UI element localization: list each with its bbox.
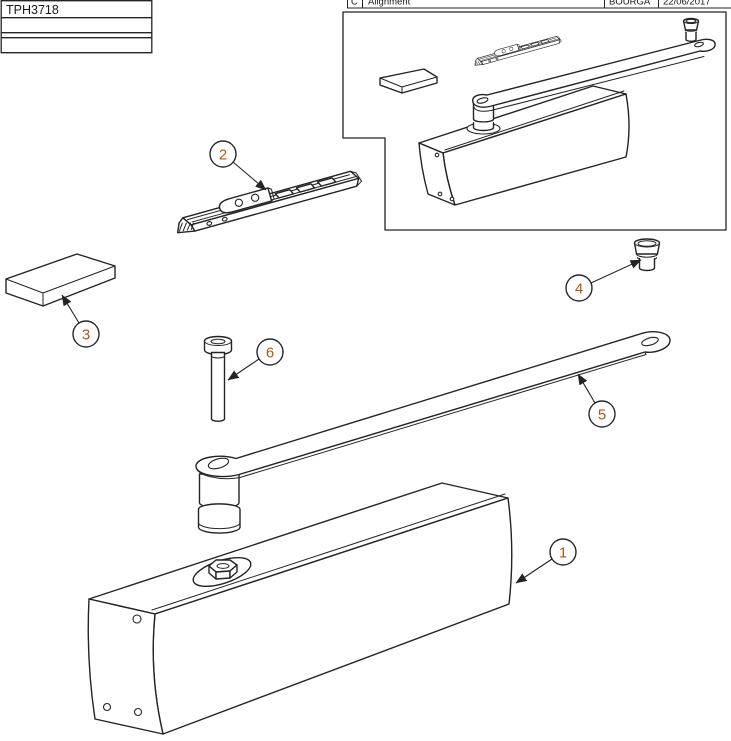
- callout-5: 5: [577, 373, 616, 428]
- callout-3: 3: [61, 294, 100, 348]
- leader-line: [232, 161, 267, 191]
- callout-circle: [588, 400, 616, 428]
- callout-circle: [256, 338, 284, 366]
- callout-number: 1: [559, 545, 567, 562]
- callout-1: 1: [515, 538, 577, 584]
- leader-line: [577, 373, 596, 404]
- inset-arm: [472, 38, 716, 112]
- inset-border: [342, 11, 727, 231]
- callout-6: 6: [227, 338, 284, 381]
- callout-circle: [72, 320, 100, 348]
- callout-number: 4: [575, 281, 583, 298]
- part-5-piston: [197, 473, 241, 534]
- callout-4: 4: [565, 259, 642, 302]
- pinion-hex-shaft: [208, 559, 238, 580]
- revision-letter: C: [351, 0, 358, 8]
- inset-cover-plate: [379, 68, 438, 94]
- part-6-screw: [203, 335, 233, 422]
- callout-number: 6: [266, 345, 274, 362]
- revision-date: 22/06/2017: [663, 0, 711, 8]
- leader-line: [61, 294, 80, 324]
- leader-line: [515, 558, 553, 584]
- inset-assembled-view: [342, 11, 727, 231]
- callout-number: 2: [219, 147, 227, 164]
- revision-author: BOURGA: [609, 0, 651, 8]
- part-5-main-arm: [195, 331, 671, 480]
- callout-circle: [565, 274, 593, 302]
- part-2-slide-rail: [171, 162, 364, 237]
- revision-row: C Alignment BOURGA 22/06/2017: [347, 0, 731, 9]
- inset-slide-rail: [472, 32, 563, 67]
- inset-spindle-cap: [682, 17, 700, 42]
- leader-line: [227, 358, 260, 381]
- part-4-spindle-cap: [633, 238, 661, 272]
- title-block: TPH3718: [0, 0, 153, 54]
- revision-description: Alignment: [368, 0, 411, 8]
- part-number-text: TPH3718: [6, 3, 59, 17]
- part-1-closer-body: [87, 482, 513, 735]
- callout-2: 2: [209, 140, 267, 191]
- callout-circle: [549, 538, 577, 566]
- callout-number: 3: [82, 327, 90, 344]
- part-3-cover-plate: [5, 253, 116, 307]
- callout-number: 5: [598, 407, 606, 424]
- inset-closer-body: [418, 85, 630, 206]
- callout-circle: [209, 140, 237, 168]
- leader-line: [590, 259, 642, 284]
